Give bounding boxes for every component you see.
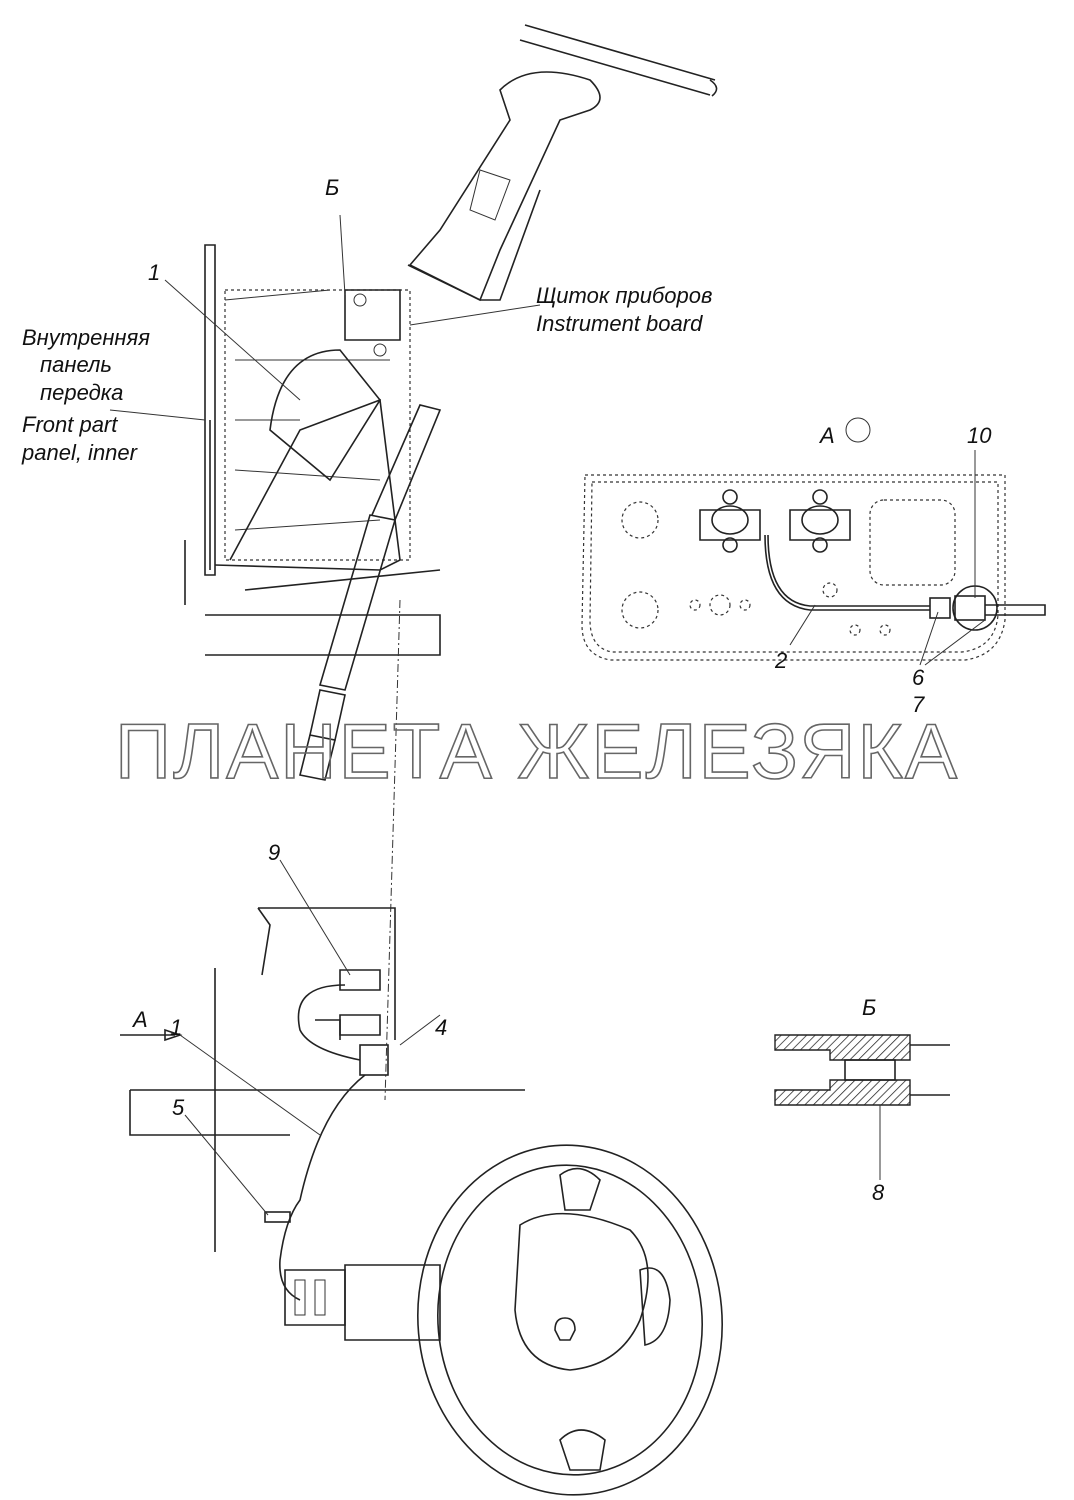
callout-10: 10 xyxy=(967,423,992,448)
label-front-panel-ru-3: передка xyxy=(40,380,123,405)
callout-1-top: 1 xyxy=(148,260,160,285)
label-front-panel-ru-1: Внутренняя xyxy=(22,325,150,350)
front-panel-side-view xyxy=(184,244,441,656)
callout-4: 4 xyxy=(435,1015,447,1040)
leader-lines xyxy=(109,214,986,1216)
callout-6: 6 xyxy=(912,665,925,690)
callout-7: 7 xyxy=(912,692,925,717)
label-arrow-a: А xyxy=(131,1007,148,1032)
callout-2: 2 xyxy=(774,648,787,673)
label-front-panel-en-1: Front part xyxy=(22,412,118,437)
label-instrument-board-ru: Щиток приборов xyxy=(536,283,713,308)
view-a-instrument-panel xyxy=(581,417,1046,661)
section-b-detail xyxy=(774,1034,950,1180)
label-instrument-board-en: Instrument board xyxy=(536,311,703,336)
callout-5: 5 xyxy=(172,1095,185,1120)
label-front-panel-en-2: panel, inner xyxy=(21,440,139,465)
callout-8: 8 xyxy=(872,1180,885,1205)
callout-9: 9 xyxy=(268,840,280,865)
watermark: ПЛАНЕТА ЖЕЛЕЗЯКА xyxy=(115,707,959,795)
steering-column-upper xyxy=(407,24,718,302)
label-view-a: А xyxy=(818,423,835,448)
label-section-b: Б xyxy=(862,995,876,1020)
steering-wheel xyxy=(417,1144,723,1496)
callout-1-bottom: 1 xyxy=(170,1015,182,1040)
steering-shaft xyxy=(299,404,442,1101)
lower-assembly xyxy=(120,907,525,1341)
label-view-b: Б xyxy=(325,175,339,200)
label-front-panel-ru-2: панель xyxy=(40,352,112,377)
